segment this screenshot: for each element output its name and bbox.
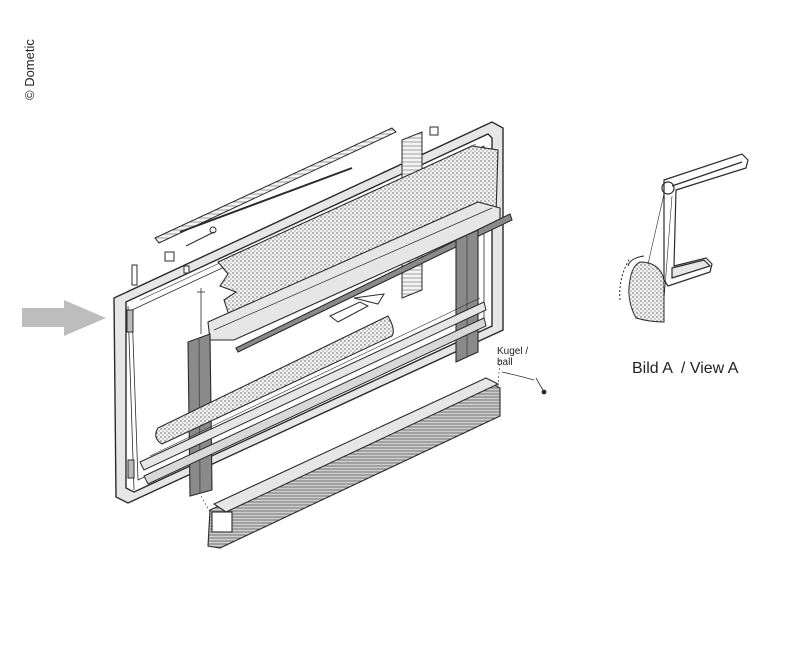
ball-label: Kugel / ball — [497, 346, 528, 368]
top-cord-strip — [154, 127, 397, 247]
center-bracket — [329, 293, 385, 323]
view-a-caption: Bild A / View A — [632, 360, 739, 377]
detail-zoom-circle — [619, 193, 673, 323]
measure-mark — [197, 288, 205, 334]
right-vertical-rail — [455, 229, 479, 363]
assembly-guide-lines — [200, 359, 501, 513]
view-direction-arrow — [22, 300, 106, 336]
detail-profile-a — [661, 153, 749, 287]
ball-label-line1: Kugel / — [497, 346, 529, 357]
lower-frame-rail — [139, 297, 487, 485]
small-clip — [164, 126, 439, 274]
pleated-blind — [207, 377, 501, 549]
ball-leader — [501, 371, 547, 395]
fly-screen-upper — [207, 145, 513, 353]
ball-label-line2: ball — [497, 357, 513, 368]
frame-side-latch — [126, 264, 138, 479]
fly-screen-lower — [155, 315, 394, 445]
